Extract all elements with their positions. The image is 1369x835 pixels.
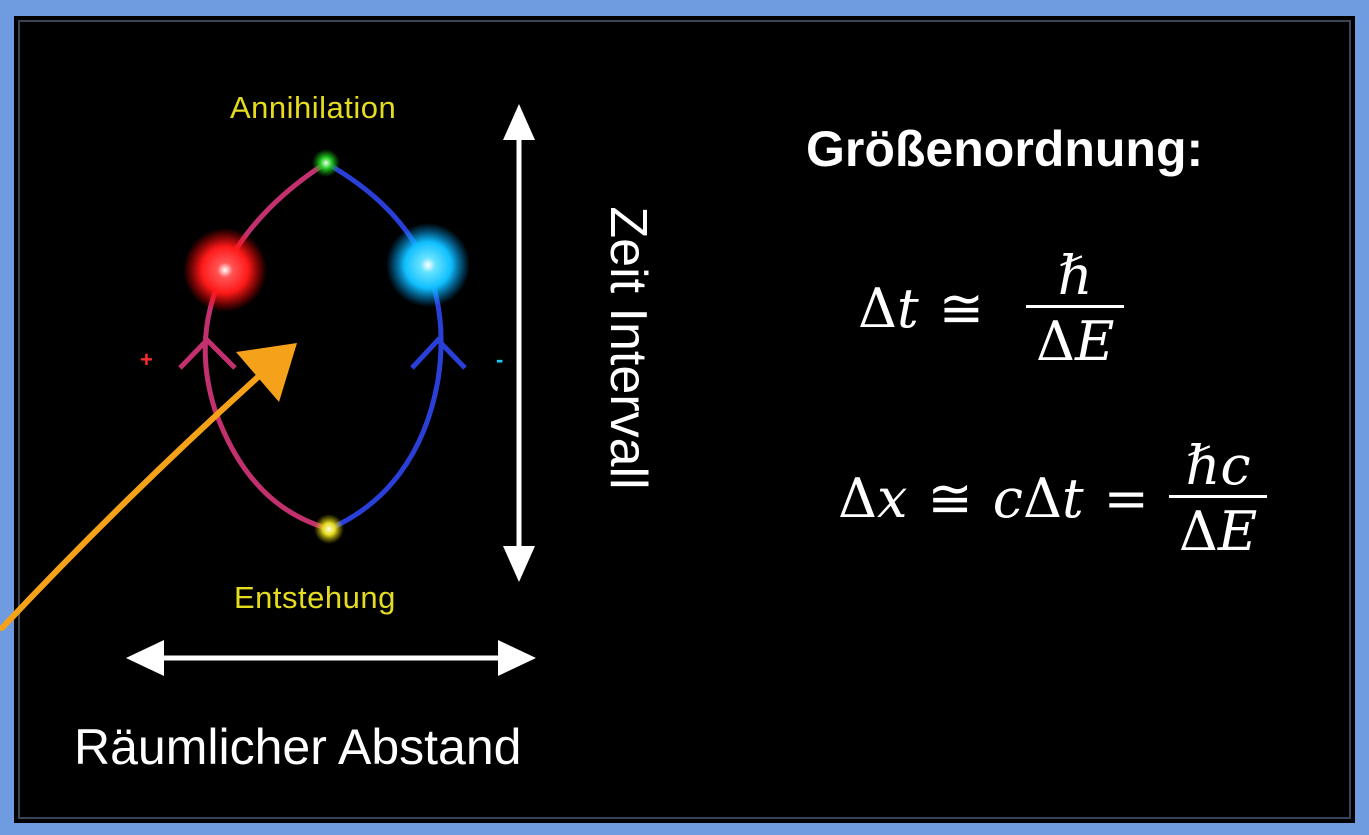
eq2-lhs-delta: Δ: [838, 467, 877, 530]
creation-label: Entstehung: [234, 580, 396, 616]
positive-charge-sign: +: [140, 347, 153, 373]
eq2-denominator-delta: Δ: [1179, 500, 1218, 563]
positron-particle: [183, 228, 267, 312]
time-interval-arrow: [503, 104, 535, 582]
time-interval-label: Zeit Intervall: [598, 206, 658, 489]
spatial-distance-arrow: [126, 640, 536, 676]
eq1-denominator-var: E: [1075, 310, 1114, 373]
annihilation-label: Annihilation: [230, 90, 396, 126]
eq2-middle-delta: Δ: [1023, 467, 1062, 530]
eq1-relation: ≅: [939, 277, 984, 340]
eq2-lhs-var: x: [877, 467, 907, 530]
eq1-lhs-var: t: [897, 277, 919, 340]
eq1-lhs-delta: Δ: [858, 277, 897, 340]
eq1-numerator: ℏ: [1058, 244, 1093, 307]
eq2-middle-c: c: [993, 467, 1023, 530]
electron-worldline: [326, 163, 441, 529]
eq2-fraction: ℏc ΔE: [1169, 436, 1267, 562]
eq2-equals: =: [1104, 467, 1149, 530]
spatial-distance-label: Räumlicher Abstand: [74, 718, 521, 776]
eq2-denominator-var: E: [1218, 500, 1257, 563]
eq2-numerator-c: c: [1220, 434, 1250, 497]
order-of-magnitude-heading: Größenordnung:: [806, 120, 1203, 178]
eq2-relation: ≅: [927, 467, 972, 530]
positron-worldline: [205, 163, 329, 529]
creation-vertex: [314, 514, 344, 544]
eq2-numerator-hbar: ℏ: [1186, 434, 1221, 497]
eq2-middle-var: t: [1062, 467, 1084, 530]
negative-charge-sign: -: [496, 347, 503, 373]
annihilation-vertex: [312, 149, 340, 177]
eq1-fraction: ℏ ΔE: [1026, 246, 1124, 372]
eq1-denominator-delta: Δ: [1036, 310, 1075, 373]
electron-particle: [386, 223, 470, 307]
